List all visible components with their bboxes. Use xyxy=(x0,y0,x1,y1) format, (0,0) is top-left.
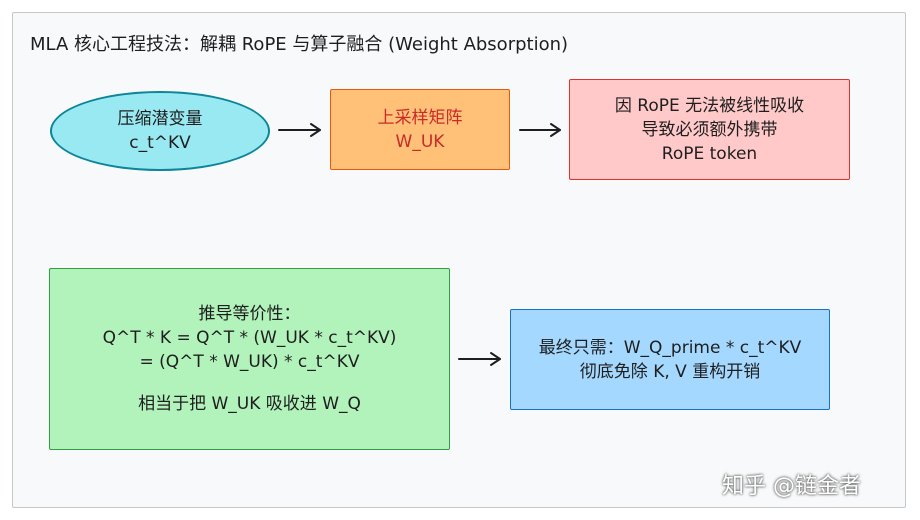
arrow-latent-to-upsample xyxy=(278,123,321,137)
result-node: 最终只需：W_Q_prime * c_t^KV 彻底免除 K, V 重构开销 xyxy=(510,309,830,410)
latent-node-symbol: c_t^KV xyxy=(129,133,191,153)
arrow-derivation-to-result xyxy=(458,352,501,366)
latent-variable-node: 压缩潜变量 c_t^KV xyxy=(50,91,270,171)
upsample-node-label: 上采样矩阵 xyxy=(377,107,463,128)
upsample-matrix-node: 上采样矩阵 W_UK xyxy=(330,89,510,170)
rope-node-line2: 导致必须额外携带 xyxy=(641,119,778,140)
diagram-title: MLA 核心工程技法：解耦 RoPE 与算子融合 (Weight Absorpt… xyxy=(30,34,569,55)
rope-node-line1: 因 RoPE 无法被线性吸收 xyxy=(614,95,805,116)
result-node-line1: 最终只需：W_Q_prime * c_t^KV xyxy=(538,337,802,358)
arrow-upsample-to-rope xyxy=(519,123,561,137)
derivation-equation-2: = (Q^T * W_UK) * c_t^KV xyxy=(139,352,360,372)
derivation-equation-1: Q^T * K = Q^T * (W_UK * c_t^KV) xyxy=(102,328,397,348)
latent-node-label: 压缩潜变量 xyxy=(117,109,203,129)
result-node-line2: 彻底免除 K, V 重构开销 xyxy=(579,361,761,382)
derivation-heading: 推导等价性： xyxy=(198,304,301,324)
upsample-node-symbol: W_UK xyxy=(395,131,445,152)
watermark-text: 知乎 @链金者 xyxy=(722,474,861,499)
rope-node-line3: RoPE token xyxy=(661,143,758,164)
derivation-conclusion: 相当于把 W_UK 吸收进 W_Q xyxy=(138,394,361,414)
derivation-node: 推导等价性： Q^T * K = Q^T * (W_UK * c_t^KV) =… xyxy=(49,268,450,450)
rope-problem-node: 因 RoPE 无法被线性吸收 导致必须额外携带 RoPE token xyxy=(569,79,850,180)
